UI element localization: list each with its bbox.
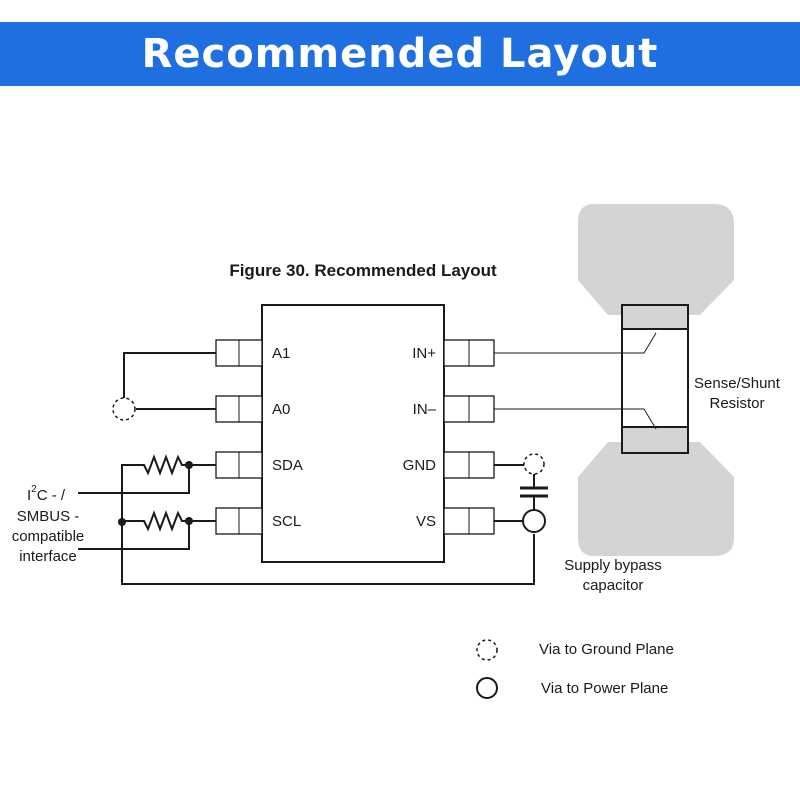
interface-label-line2: SMBUS - — [17, 508, 80, 525]
sense-trace-negative — [494, 408, 657, 430]
interface-label-line4: interface — [19, 548, 77, 565]
copper-pad-bottom — [578, 442, 734, 556]
pin-label-a0: A0 — [272, 401, 290, 418]
copper-pad-top — [578, 204, 734, 315]
pin-pad-scl — [215, 507, 263, 535]
shunt-label-line1: Sense/Shunt — [694, 375, 781, 392]
pin-pad-a1 — [215, 339, 263, 367]
sda-bus-line — [78, 465, 190, 494]
interface-label-line1: I2C - / — [27, 484, 66, 504]
scl-bus-line — [78, 521, 190, 550]
ic-body — [261, 304, 445, 563]
pin-label-scl-vs: VS — [416, 513, 436, 530]
dashed-circle-icon — [476, 639, 498, 661]
sense-trace-positive — [494, 332, 657, 354]
sda-junction-dot — [185, 461, 193, 469]
bypass-label-line1: Supply bypass — [564, 557, 662, 574]
pin-label-sda: SDA — [272, 457, 303, 474]
pin-label-gnd: GND — [403, 457, 437, 474]
page-title: Recommended Layout — [141, 31, 659, 77]
pin-label-in-plus: IN+ — [412, 345, 436, 362]
circle-icon — [476, 677, 498, 699]
sda-pullup-resistor — [121, 454, 189, 522]
ground-via-b — [523, 453, 545, 475]
pin-pad-in-minus — [443, 395, 495, 423]
pin-pad-a0 — [215, 395, 263, 423]
pin-label-a1: A1 — [272, 345, 290, 362]
bypass-label-line2: capacitor — [583, 577, 644, 594]
a1-trace — [123, 352, 216, 398]
scl-junction-dot — [185, 517, 193, 525]
figure-title: Figure 30. Recommended Layout — [229, 261, 497, 280]
interface-label-line3: compatible — [12, 528, 85, 545]
shunt-resistor — [621, 304, 689, 454]
pin-pad-in-plus — [443, 339, 495, 367]
shunt-label-line2: Resistor — [709, 395, 764, 412]
scl-pullup-resistor — [122, 510, 189, 532]
supply-return-trace — [121, 522, 535, 585]
pin-pad-vs — [443, 507, 495, 535]
legend-label-ground: Via to Ground Plane — [539, 641, 674, 658]
header-banner: Recommended Layout — [0, 22, 800, 86]
legend-label-power: Via to Power Plane — [541, 680, 668, 697]
pin-pad-sda — [215, 451, 263, 479]
pin-label-scl: SCL — [272, 513, 301, 530]
power-via — [522, 509, 546, 533]
ground-via-a — [112, 397, 136, 421]
pin-label-in-minus: IN– — [413, 401, 437, 418]
bypass-capacitor — [520, 474, 548, 510]
pin-pad-gnd — [443, 451, 495, 479]
